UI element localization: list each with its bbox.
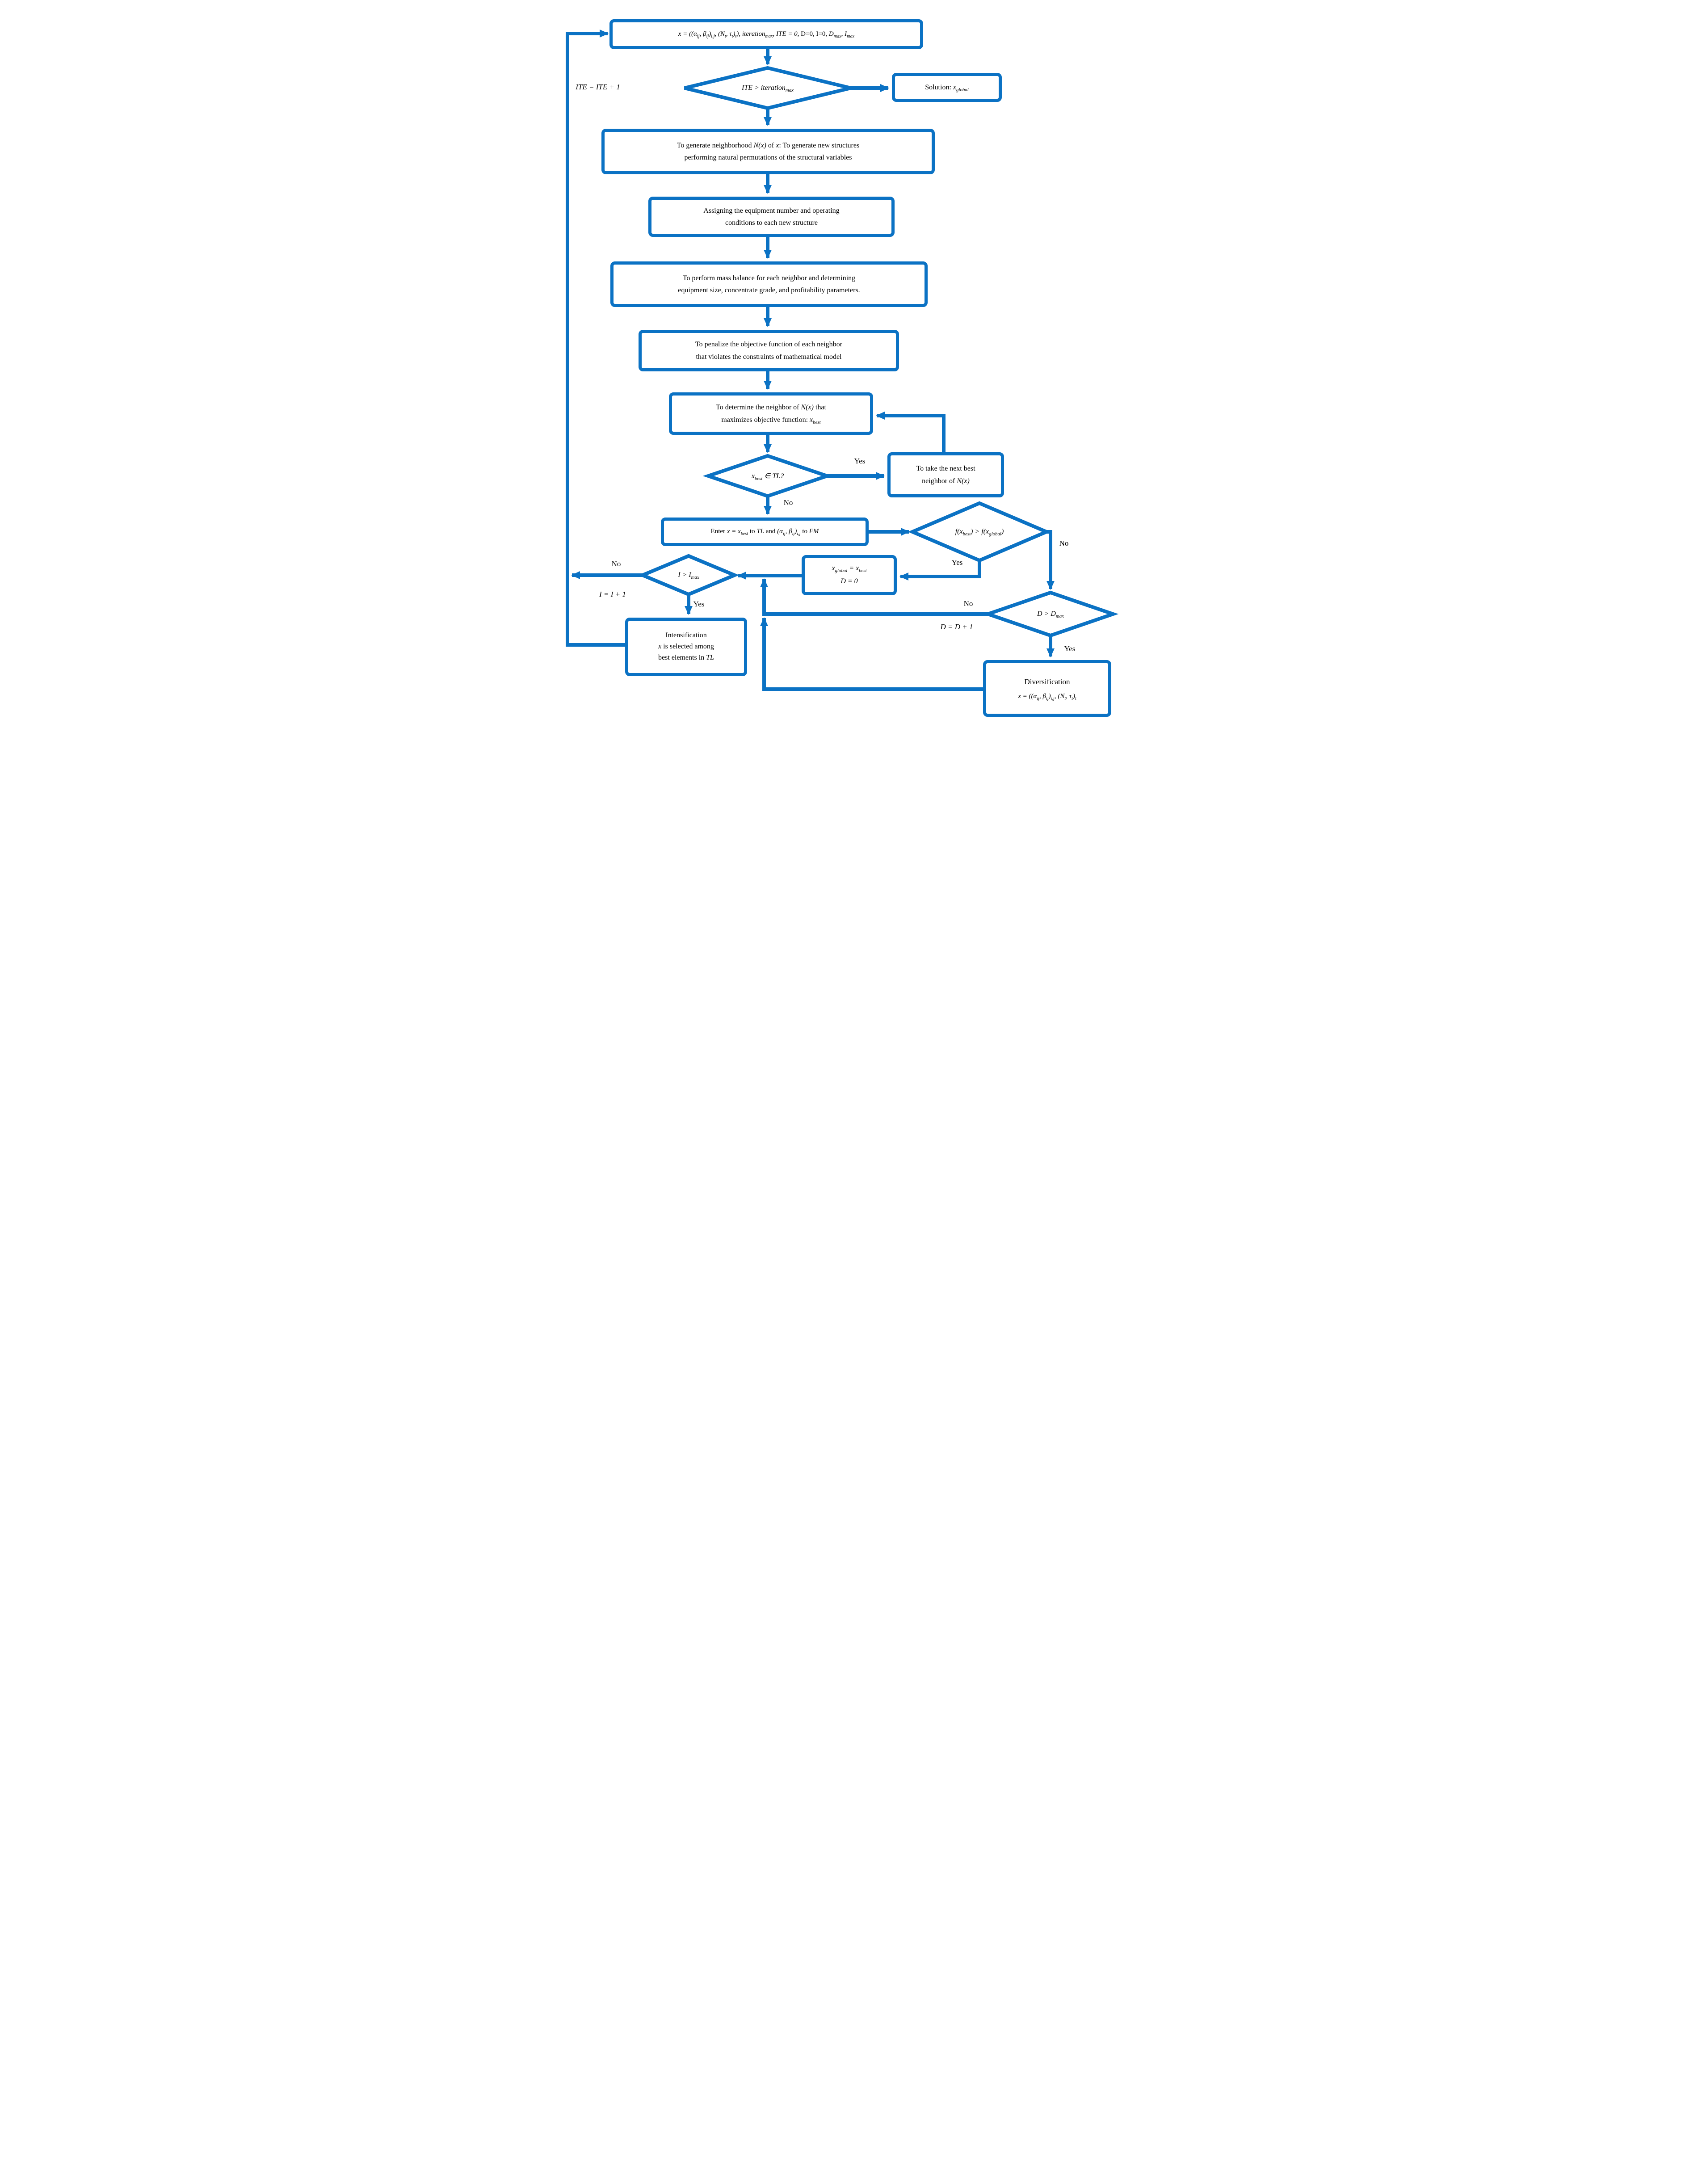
tl-yes-label: Yes	[854, 457, 866, 465]
update-global-line1: xglobal = xbest	[832, 564, 867, 574]
objective-yes-label: Yes	[951, 558, 963, 567]
diversification-decision-text: D > Dmax	[1037, 610, 1064, 619]
flowchart-connectors	[566, 29, 1119, 691]
assign-equipment-node: Assigning the equipment number and opera…	[648, 197, 895, 237]
update-global-line2: D = 0	[840, 577, 858, 585]
solution-node: Solution: xglobal	[892, 73, 1002, 102]
intensification-decision-diamond	[638, 554, 740, 597]
objective-decision-diamond	[908, 501, 1051, 563]
start-node-text: x = ((αij, βij)i,j, (Nt, τt)t), iteratio…	[678, 30, 855, 39]
mass-balance-line2: equipment size, concentrate grade, and p…	[678, 286, 860, 294]
ite-increment-label: ITE = ITE + 1	[576, 83, 620, 91]
assign-equipment-line2: conditions to each new structure	[725, 219, 818, 227]
objective-no-label: No	[1059, 539, 1069, 547]
generate-neighborhood-line2: performing natural permutations of the s…	[684, 154, 852, 161]
diversification-decision-diamond	[982, 590, 1119, 638]
tabu-list-decision-diamond	[702, 454, 833, 498]
d-increment-label: D = D + 1	[940, 623, 973, 631]
connector-objective-yes-to-update-global	[899, 560, 981, 581]
intensification-no-label: No	[611, 560, 621, 568]
take-next-best-line1: To take the next best	[916, 465, 975, 473]
i-increment-label: I = I + 1	[599, 590, 626, 598]
determine-best-neighbor-node: To determine the neighbor of N(x) that m…	[669, 392, 873, 435]
determine-best-line1: To determine the neighbor of N(x) that	[716, 404, 826, 412]
connector-d-no-feedback	[760, 578, 988, 616]
connector-diversification-feedback	[760, 617, 983, 691]
connector-loop-back-to-start	[566, 29, 625, 647]
take-next-best-line2: neighbor of N(x)	[922, 477, 970, 485]
intensification-node: Intensification x is selected among best…	[625, 618, 747, 676]
objective-decision-text: f(xbest) > f(xglobal)	[955, 528, 1004, 537]
connector-take-next-to-determine	[876, 412, 946, 452]
diversification-node: Diversification x = ((αij, βij)i,j, (Nt,…	[983, 660, 1111, 717]
intensification-yes-label: Yes	[693, 600, 705, 608]
determine-best-line2: maximizes objective function: xbest	[721, 416, 821, 425]
enter-tabu-list-text: Enter x = xbest to TL and (αij, βij)i,j …	[710, 528, 819, 537]
intensification-line2: x is selected among	[658, 643, 714, 651]
diversification-line1: Diversification	[1024, 677, 1070, 686]
take-next-best-node: To take the next best neighbor of N(x)	[887, 452, 1004, 497]
tabu-search-flowchart: x = ((αij, βij)i,j, (Nt, τt)t), iteratio…	[560, 0, 1121, 728]
connector-objective-no-to-d-decision	[1046, 530, 1055, 590]
tl-no-label: No	[783, 498, 793, 507]
iteration-decision-text: ITE > iterationmax	[741, 84, 794, 93]
penalize-objective-line2: that violates the constraints of mathema…	[696, 353, 842, 361]
generate-neighborhood-line1: To generate neighborhood N(x) of x: To g…	[677, 141, 860, 149]
solution-node-text: Solution: xglobal	[925, 83, 969, 93]
diversification-line2: x = ((αij, βij)i,j, (Nt, τt)t	[1018, 692, 1076, 701]
penalize-objective-line1: To penalize the objective function of ea…	[695, 341, 842, 349]
generate-neighborhood-node: To generate neighborhood N(x) of x: To g…	[601, 129, 935, 174]
tabu-list-decision-text: xbest ∈ TL?	[751, 472, 784, 482]
iteration-decision-diamond	[684, 66, 851, 110]
mass-balance-line1: To perform mass balance for each neighbo…	[682, 274, 856, 282]
enter-tabu-list-node: Enter x = xbest to TL and (αij, βij)i,j …	[661, 518, 869, 546]
assign-equipment-line1: Assigning the equipment number and opera…	[703, 206, 840, 215]
start-node: x = ((αij, βij)i,j, (Nt, τt)t), iteratio…	[609, 19, 923, 49]
mass-balance-node: To perform mass balance for each neighbo…	[610, 261, 928, 307]
penalize-objective-node: To penalize the objective function of ea…	[639, 330, 899, 371]
intensification-line3: best elements in TL	[658, 653, 714, 661]
intensification-line1: Intensification	[665, 631, 707, 640]
diversification-yes-label: Yes	[1064, 644, 1076, 653]
update-global-node: xglobal = xbest D = 0	[802, 555, 897, 595]
intensification-decision-text: I > Imax	[678, 571, 699, 581]
diversification-no-label: No	[963, 599, 973, 608]
